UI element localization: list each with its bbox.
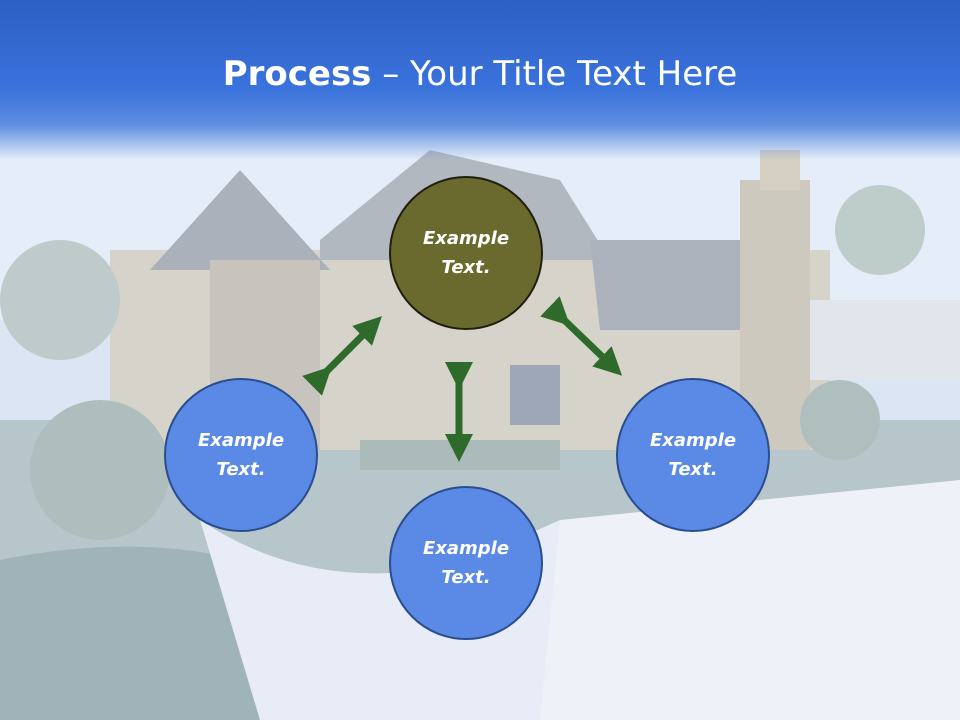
bottom-node: Example Text. <box>389 486 543 640</box>
slide-title: Process – Your Title Text Here <box>0 52 960 96</box>
left-node-label: Example Text. <box>197 430 285 480</box>
right-node-label: Example Text. <box>649 430 737 480</box>
slide-title-bold: Process <box>222 54 372 94</box>
left-node: Example Text. <box>164 378 318 532</box>
title-band <box>0 0 960 160</box>
center-node: Example Text. <box>389 176 543 330</box>
center-node-label: Example Text. <box>422 228 510 278</box>
bottom-node-label: Example Text. <box>422 538 510 588</box>
slide-title-rest: – Your Title Text Here <box>371 54 738 94</box>
right-node: Example Text. <box>616 378 770 532</box>
